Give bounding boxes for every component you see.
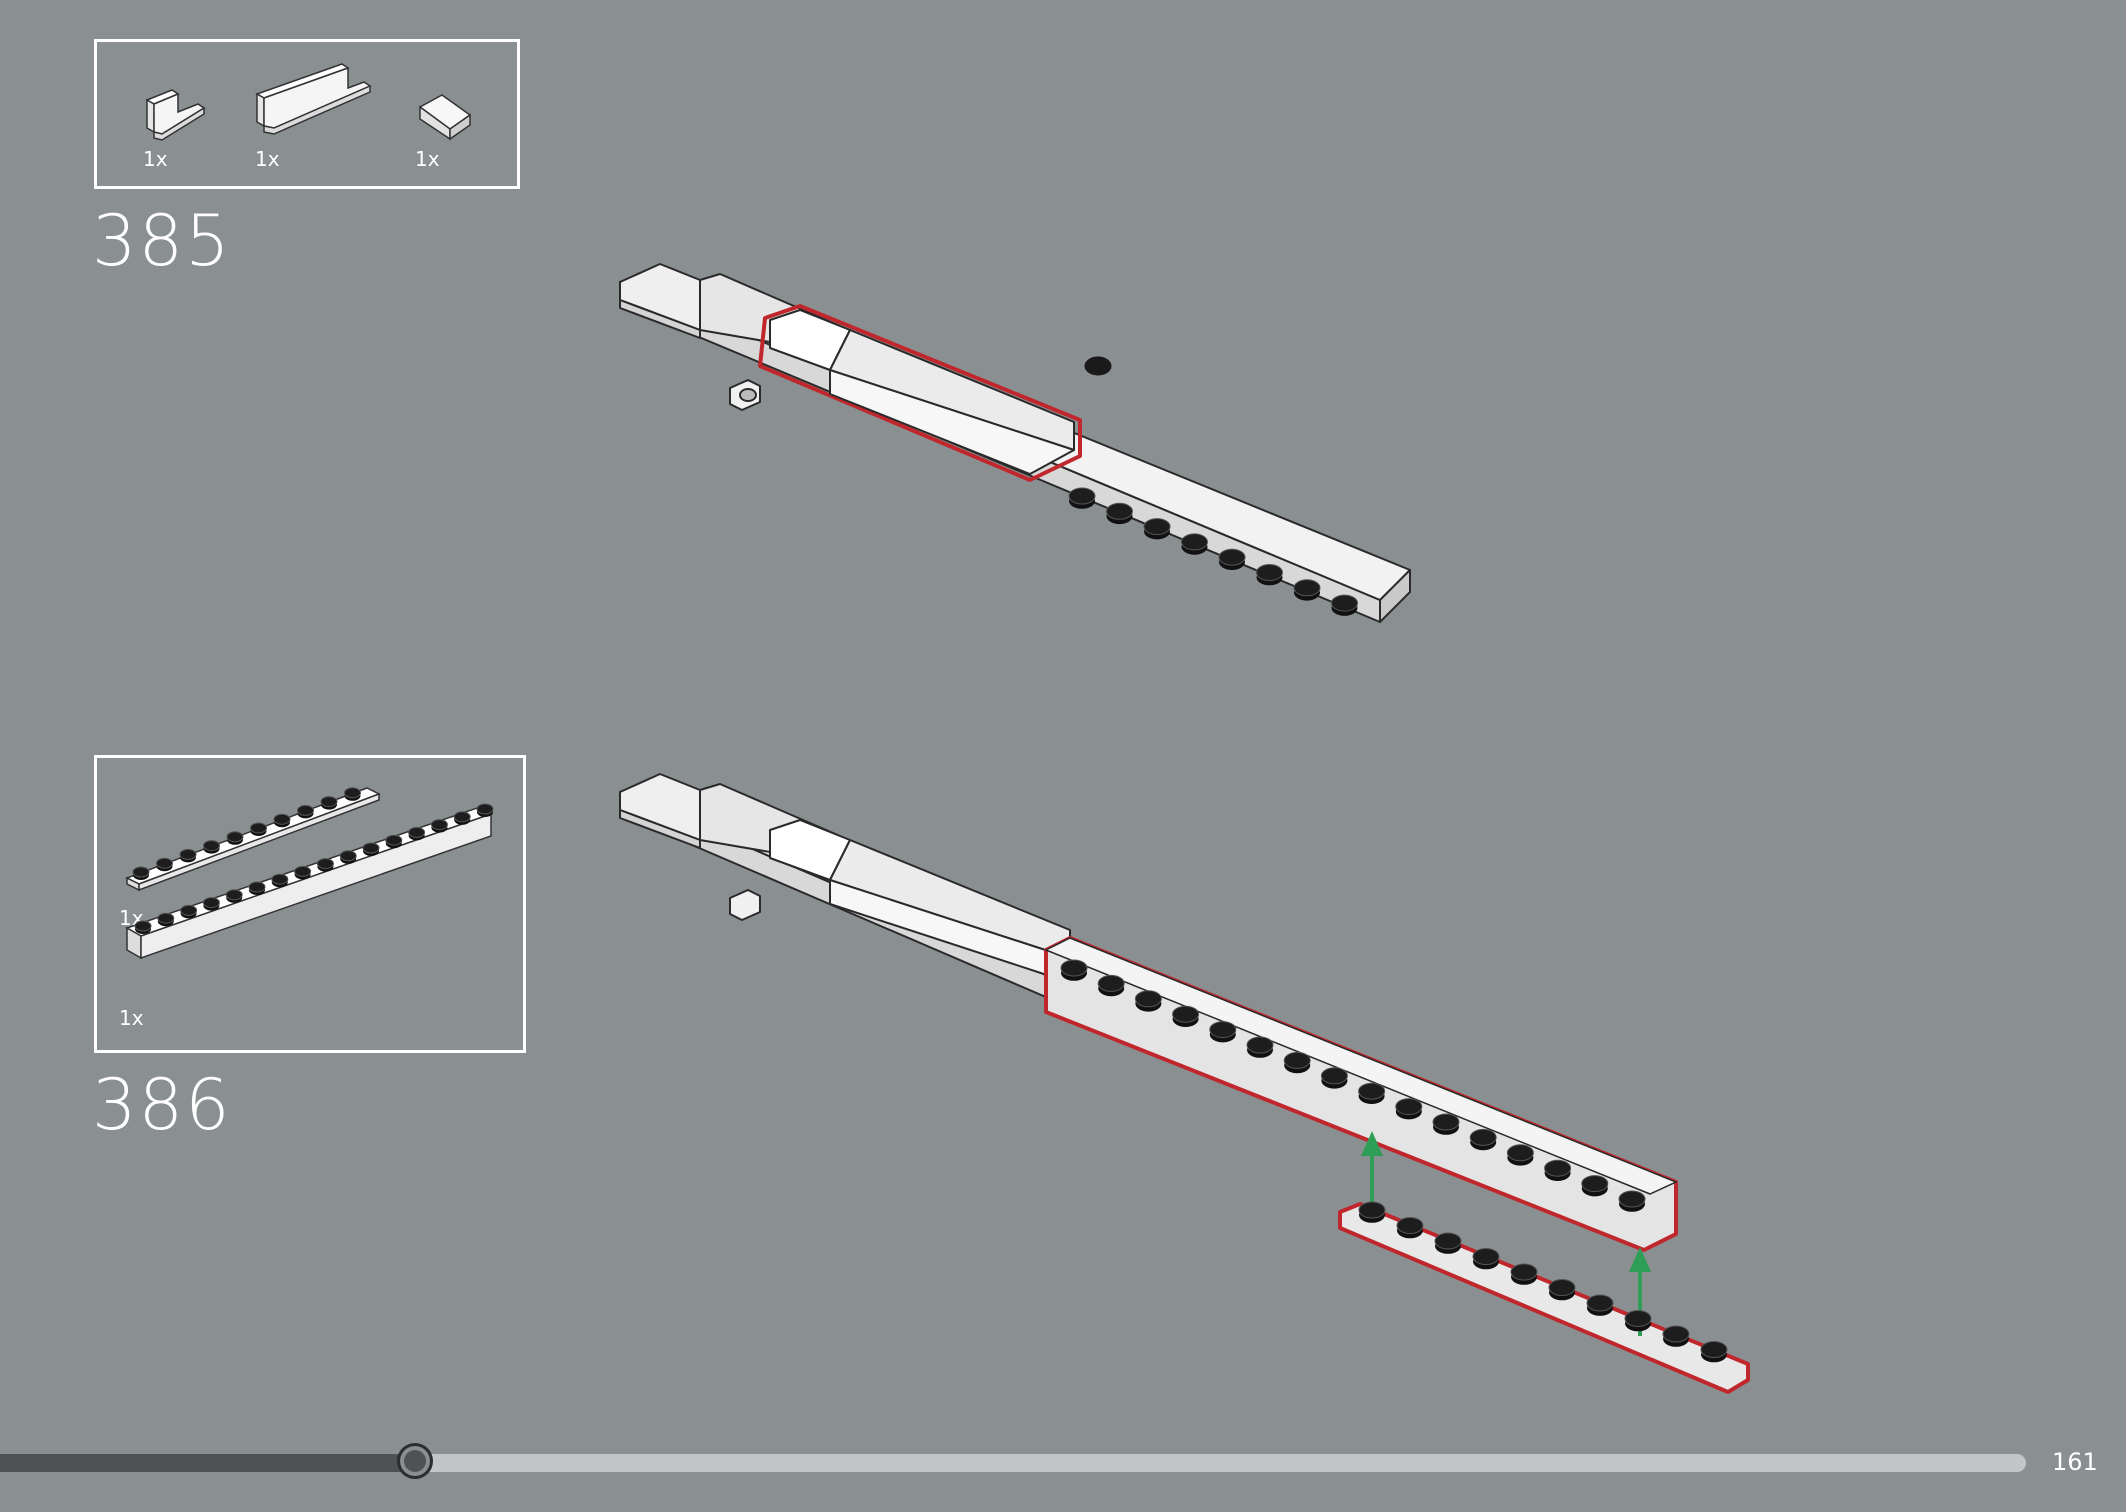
stud [1246, 1036, 1274, 1058]
stud [1097, 974, 1125, 997]
stud [1432, 1113, 1460, 1135]
stud [1068, 487, 1096, 509]
page-number: 161 [2052, 1448, 2098, 1476]
parts-box-step-386: 1x 1x [94, 755, 526, 1053]
stud [1209, 1021, 1237, 1043]
stud [1624, 1310, 1652, 1332]
step-number-386: 386 [92, 1064, 232, 1146]
stud [1506, 1144, 1534, 1166]
stud [1181, 533, 1208, 555]
parts-box-step-385: 1x 1x 1x [94, 39, 520, 189]
stud [1548, 1279, 1576, 1301]
stud [1700, 1341, 1728, 1363]
plate-1x10-icon [125, 787, 381, 892]
stud [476, 803, 494, 817]
part-qty: 1x [119, 1006, 144, 1030]
progress-track [0, 1454, 2026, 1472]
stud [453, 811, 471, 825]
stud [1172, 1005, 1200, 1027]
stud [250, 822, 267, 836]
stud [1134, 990, 1162, 1012]
stud [180, 904, 198, 919]
stud [132, 866, 150, 880]
stud [179, 848, 197, 863]
stud [202, 897, 220, 911]
stud [1218, 548, 1246, 570]
step-number-385: 385 [92, 200, 232, 282]
stud [271, 873, 289, 888]
stud [294, 865, 312, 880]
part-qty: 1x [415, 147, 440, 171]
stud [1060, 959, 1088, 981]
step-385-studs [1068, 487, 1358, 616]
slope-brick-icon [418, 94, 472, 141]
stud [1358, 1082, 1386, 1104]
stud [339, 850, 357, 864]
stud [1256, 564, 1283, 586]
step-386-studs [1060, 959, 1728, 1363]
panel-1x4-icon [255, 63, 372, 135]
stud [1586, 1294, 1614, 1316]
stud [203, 840, 220, 854]
stud [408, 826, 426, 841]
progress-fill [0, 1454, 416, 1472]
stud [248, 881, 266, 895]
stud [297, 804, 314, 819]
stud [362, 842, 380, 856]
stud [1331, 594, 1358, 616]
panel-1x2-icon [145, 89, 206, 141]
stud [226, 831, 244, 845]
stud [1143, 518, 1171, 540]
stud [1320, 1067, 1348, 1089]
stud [1396, 1217, 1424, 1239]
stud [316, 858, 334, 872]
stud [430, 819, 448, 833]
stud [1510, 1263, 1538, 1285]
brick-1x16-icon [125, 803, 494, 960]
stud [1106, 502, 1133, 525]
stud [156, 857, 173, 872]
part-qty: 1x [255, 147, 280, 171]
stud [134, 920, 152, 934]
stud-row [1084, 356, 1112, 376]
stud [157, 912, 175, 927]
stud [320, 796, 338, 810]
stud [1618, 1190, 1646, 1212]
stud [1472, 1248, 1500, 1270]
stud [385, 834, 403, 849]
stud [1283, 1051, 1311, 1074]
stud [1358, 1201, 1386, 1223]
stud [1469, 1128, 1497, 1151]
stud [344, 787, 361, 801]
stud [1434, 1232, 1462, 1254]
stud [1293, 579, 1321, 601]
stud [1662, 1325, 1690, 1347]
part-qty: 1x [143, 147, 168, 171]
stud [1544, 1159, 1572, 1181]
stud [273, 813, 291, 828]
progress-knob[interactable] [397, 1443, 434, 1479]
stud [1581, 1175, 1609, 1197]
stud [1395, 1098, 1423, 1120]
stud [225, 889, 243, 903]
